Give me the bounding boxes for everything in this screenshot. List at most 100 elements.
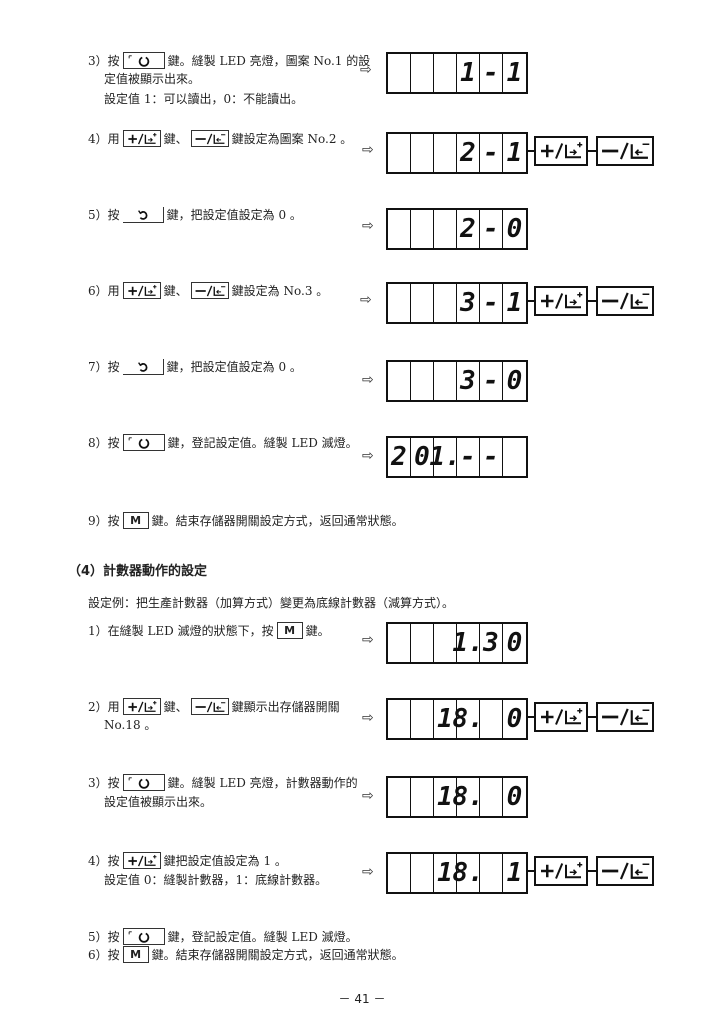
counter-step-5-text: 5）按鍵，登記設定值。縫製 LED 滅燈。 bbox=[88, 928, 358, 945]
step-8-text: 8）按鍵，登記設定值。縫製 LED 滅燈。 bbox=[88, 434, 358, 451]
lcd-digit: 3 bbox=[457, 362, 480, 400]
lcd-digit bbox=[434, 624, 457, 662]
lcd-digit: - bbox=[457, 438, 480, 476]
connector-line bbox=[588, 870, 596, 872]
lcd-digit: 0 bbox=[506, 366, 523, 396]
lcd-digit bbox=[434, 54, 457, 92]
m-key: M bbox=[122, 512, 149, 529]
arrow-icon: ⇨ bbox=[360, 62, 372, 78]
step-3-line2: 定值被顯示出來。 bbox=[104, 72, 201, 86]
connector-line bbox=[588, 300, 596, 302]
lcd-display: 3-1 bbox=[386, 282, 528, 324]
lcd-digit bbox=[411, 362, 434, 400]
arrow-icon: ⇨ bbox=[362, 864, 374, 880]
lcd-digit: 1 bbox=[434, 854, 457, 892]
plus-key-large bbox=[534, 702, 588, 732]
ready-key bbox=[122, 774, 165, 791]
lcd-digit bbox=[503, 438, 526, 476]
arrow-icon: ⇨ bbox=[362, 218, 374, 234]
lcd-digit: 3 bbox=[457, 284, 480, 322]
lcd-digit bbox=[388, 624, 411, 662]
lcd-digit: 3 bbox=[480, 624, 503, 662]
lcd-digit bbox=[411, 210, 434, 248]
lcd-digit: 0 bbox=[411, 438, 434, 476]
connector-line bbox=[526, 150, 534, 152]
lcd-digit: 1 bbox=[434, 700, 457, 738]
section-title: （4）計數器動作的設定 bbox=[68, 564, 208, 579]
step-7-text: 7）按鍵，把設定值設定為 0 。 bbox=[88, 358, 302, 375]
counter-step-2-text: 2）用鍵、鍵顯示出存儲器開關 bbox=[88, 698, 340, 715]
lcd-digit bbox=[480, 854, 503, 892]
ready-key bbox=[122, 928, 165, 945]
minus-key bbox=[190, 282, 229, 299]
minus-key bbox=[190, 698, 229, 715]
lcd-digit: - bbox=[480, 210, 503, 248]
reset-key bbox=[122, 206, 164, 223]
lcd-digit bbox=[411, 134, 434, 172]
lcd-digit: 2 bbox=[457, 134, 480, 172]
counter-step-3-text: 3）按鍵。縫製 LED 亮燈，計數器動作的 bbox=[88, 774, 358, 791]
lcd-display: 3-0 bbox=[386, 360, 528, 402]
section-example: 設定例：把生產計數器（加算方式）變更為底線計數器（減算方式）。 bbox=[88, 596, 455, 610]
page-number: － 41 － bbox=[338, 992, 386, 1006]
counter-step-4-text: 4）按鍵把設定值設定為 1 。 bbox=[88, 852, 287, 869]
lcd-display: 2-1 bbox=[386, 132, 528, 174]
lcd-digit: 1. bbox=[429, 438, 461, 476]
lcd-digit: 2 bbox=[388, 438, 411, 476]
minus-key-large bbox=[596, 856, 654, 886]
lcd-digit bbox=[388, 210, 411, 248]
lcd-digit: - bbox=[480, 284, 503, 322]
reset-key bbox=[122, 358, 164, 375]
counter-step-2-line2: No.18 。 bbox=[104, 718, 157, 732]
arrow-icon: ⇨ bbox=[360, 292, 372, 308]
lcd-digit: 0 bbox=[506, 628, 523, 658]
lcd-digit bbox=[411, 854, 434, 892]
plus-key bbox=[122, 698, 161, 715]
m-key: M bbox=[122, 946, 149, 963]
lcd-digit: 1 bbox=[506, 58, 523, 88]
minus-key-large bbox=[596, 702, 654, 732]
step-6-text: 6）用鍵、鍵設定為 No.3 。 bbox=[88, 282, 329, 299]
lcd-digit: 1 bbox=[506, 138, 523, 168]
lcd-digit bbox=[434, 284, 457, 322]
lcd-digit: - bbox=[480, 134, 503, 172]
lcd-digit bbox=[434, 362, 457, 400]
plus-key bbox=[122, 130, 161, 147]
lcd-digit: 0 bbox=[506, 214, 523, 244]
lcd-digit bbox=[434, 134, 457, 172]
lcd-digit bbox=[388, 54, 411, 92]
arrow-icon: ⇨ bbox=[362, 372, 374, 388]
connector-line bbox=[526, 870, 534, 872]
arrow-icon: ⇨ bbox=[362, 710, 374, 726]
minus-key-large bbox=[596, 136, 654, 166]
lcd-digit: 1 bbox=[506, 288, 523, 318]
arrow-icon: ⇨ bbox=[362, 788, 374, 804]
ready-key bbox=[122, 434, 165, 451]
step-3-text: 3）按鍵。縫製 LED 亮燈，圖案 No.1 的設 bbox=[88, 52, 371, 69]
plus-key bbox=[122, 282, 161, 299]
arrow-icon: ⇨ bbox=[362, 448, 374, 464]
lcd-digit bbox=[388, 362, 411, 400]
lcd-digit bbox=[411, 778, 434, 816]
plus-key-large bbox=[534, 286, 588, 316]
step-3-line3: 設定值 1：可以讀出，0：不能讀出。 bbox=[104, 92, 304, 106]
lcd-digit: 0 bbox=[506, 782, 523, 812]
arrow-icon: ⇨ bbox=[362, 142, 374, 158]
plus-key bbox=[122, 852, 161, 869]
lcd-digit: 8. bbox=[452, 854, 484, 892]
connector-line bbox=[526, 716, 534, 718]
minus-key bbox=[190, 130, 229, 147]
lcd-digit bbox=[388, 700, 411, 738]
lcd-digit bbox=[411, 700, 434, 738]
lcd-digit bbox=[434, 210, 457, 248]
lcd-digit: - bbox=[480, 362, 503, 400]
lcd-digit bbox=[388, 284, 411, 322]
step-5-text: 5）按鍵，把設定值設定為 0 。 bbox=[88, 206, 302, 223]
lcd-digit: 0 bbox=[506, 704, 523, 734]
